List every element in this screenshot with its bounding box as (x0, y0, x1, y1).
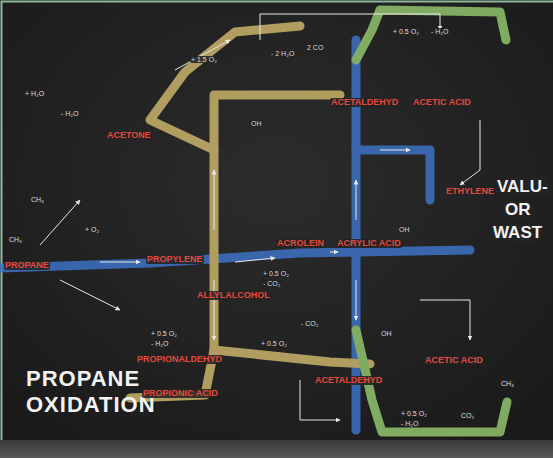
compound-name: ACETONE (106, 131, 152, 140)
compound-name: PROPANE (4, 261, 50, 270)
floor (0, 440, 553, 458)
formula-note: + 0.5 O₂ (392, 28, 420, 35)
compound-name: ALLYLALCOHOL (196, 291, 271, 300)
compound-name: PROPIONIC ACID (142, 389, 219, 398)
board-frame (2, 2, 553, 441)
formula-note: OH (398, 226, 411, 233)
formula-note: CH₃ (8, 236, 23, 243)
formula-note: 2 CO (306, 44, 324, 51)
formula-note: CO₂ (460, 412, 475, 419)
formula-note: OH (250, 120, 263, 127)
compound-name: PROPYLENE (146, 255, 204, 264)
slogan-word: OR (504, 201, 532, 219)
slogan-word: WAST (492, 224, 543, 242)
reaction-arrows (40, 14, 480, 420)
formula-note: + 0.5 O₂ (262, 270, 290, 277)
formula-note: - 2 H₂O (270, 50, 295, 57)
formula-note: + O₂ (84, 226, 100, 233)
formula-note: OH (380, 330, 393, 337)
compound-name: PROPIONALDEHYD (136, 355, 223, 364)
compound-name: ACRYLIC ACID (336, 239, 402, 248)
formula-note: CH₃ (30, 196, 45, 203)
compound-name: ACROLEIN (276, 239, 325, 248)
formula-note: - H₂O (150, 340, 170, 347)
compound-name: ETHYLENE (445, 187, 495, 196)
compound-name: ACETALDEHYD (330, 98, 399, 107)
compound-name: ACETALDEHYD (314, 376, 383, 385)
compound-name: ACETIC ACID (424, 356, 484, 365)
formula-note: - CO₂ (300, 320, 320, 327)
formula-note: - H₂O (400, 420, 420, 427)
pathway-bands (0, 10, 507, 432)
formula-note: + 1.5 O₂ (190, 56, 218, 63)
slogan-word: VALU- (496, 178, 549, 196)
formula-note: - H₂O (430, 28, 450, 35)
formula-note: + H₂O (24, 90, 45, 97)
formula-note: - CO₂ (262, 280, 282, 287)
formula-note: CH₃ (500, 380, 515, 387)
formula-note: + 0.5 O₂ (400, 410, 428, 417)
formula-note: + 0.5 O₂ (260, 340, 288, 347)
formula-note: - H₂O (60, 110, 80, 117)
compound-name: ACETIC ACID (412, 98, 472, 107)
formula-note: + 0.5 O₂ (150, 330, 178, 337)
